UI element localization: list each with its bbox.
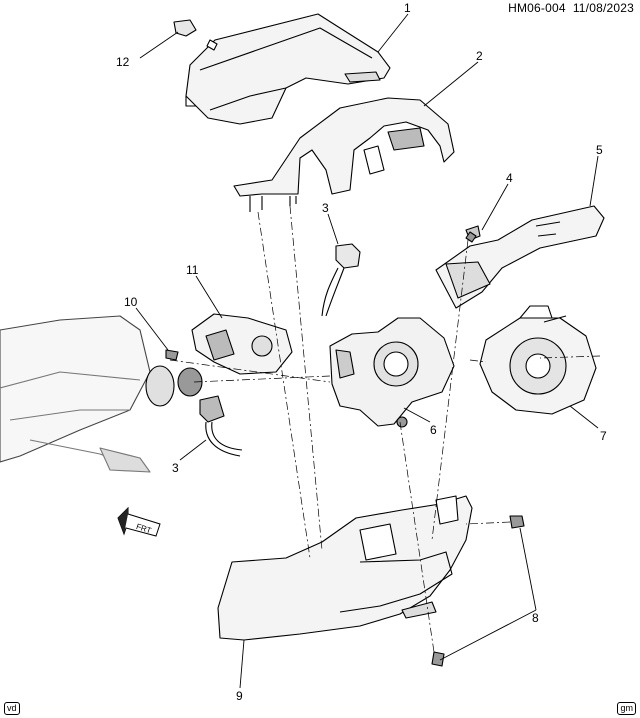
part-steering-column <box>0 315 203 473</box>
callout-9: 9 <box>236 689 243 703</box>
part-switch-housing <box>329 317 455 428</box>
callout-1: 1 <box>404 1 411 15</box>
part-column-shroud <box>233 97 455 212</box>
alignment-lines <box>169 205 601 653</box>
callout-6: 6 <box>430 423 437 437</box>
part-harness-upper <box>321 243 361 317</box>
corner-tag-left: vd <box>4 702 20 715</box>
callout-8: 8 <box>532 611 539 625</box>
part-clock-spring <box>479 305 597 415</box>
callout-10: 10 <box>124 295 138 309</box>
part-lower-column-cover <box>217 495 473 641</box>
part-screw-4 <box>465 231 477 243</box>
part-ignition-module <box>191 313 293 375</box>
callout-4: 4 <box>506 171 513 185</box>
part-clip <box>173 19 218 51</box>
callout-12: 12 <box>116 55 130 69</box>
corner-tag-right: gm <box>617 702 636 715</box>
part-screw-8-lower <box>431 651 445 667</box>
diagram-header: HM06-004 11/08/2023 <box>508 1 634 15</box>
callout-7: 7 <box>600 429 607 443</box>
callout-3-upper: 3 <box>322 201 329 215</box>
part-screw-10 <box>165 349 179 361</box>
part-screw-8-upper <box>509 515 525 529</box>
front-arrow-icon: FRT <box>117 506 161 537</box>
part-wiper-switch <box>435 205 605 309</box>
document-date: 11/08/2023 <box>572 1 634 15</box>
document-id: HM06-004 <box>508 1 566 15</box>
callout-3-lower: 3 <box>172 461 179 475</box>
callout-5: 5 <box>596 143 603 157</box>
part-harness-lower <box>199 395 243 457</box>
callout-labels: 1 2 3 4 5 6 7 8 9 10 11 12 3 <box>116 1 607 703</box>
leader-lines <box>135 13 599 689</box>
part-upper-column-cover <box>185 13 391 125</box>
callout-2: 2 <box>476 49 483 63</box>
callout-11: 11 <box>186 263 199 277</box>
